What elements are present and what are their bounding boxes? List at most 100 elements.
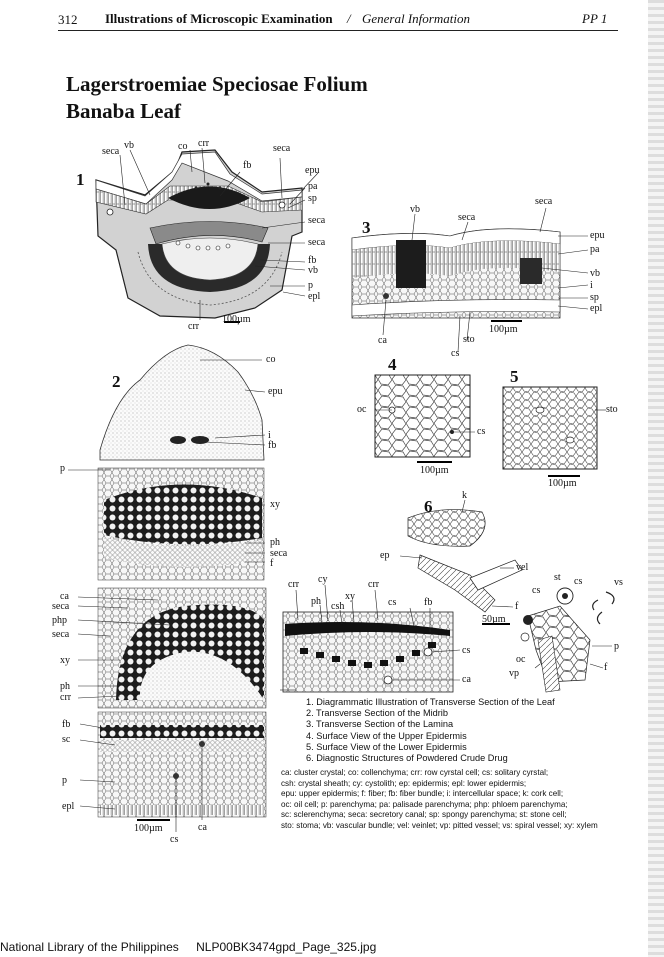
- fig3-label-epu: epu: [590, 230, 605, 241]
- figure-number-4: 4: [388, 355, 397, 374]
- fig4-label-oc: oc: [357, 404, 367, 415]
- figure-5-lower-epidermis: [502, 386, 606, 477]
- inset-label-crr-2: crr: [368, 579, 380, 590]
- fig3-scale-bar: 100µm: [489, 324, 518, 335]
- caption-2: 2. Transverse Section of the Midrib: [306, 708, 448, 719]
- figure-1-diagram: [95, 147, 319, 323]
- header-rule: [58, 30, 618, 31]
- inset-label-ca: ca: [462, 674, 471, 685]
- page-number: 312: [58, 12, 78, 27]
- inset-label-cs: cs: [388, 597, 397, 608]
- fig3-label-ca: ca: [378, 335, 387, 346]
- figure-number-3: 3: [362, 218, 371, 237]
- scanned-page-edge: [648, 0, 664, 957]
- fig6-label-vel: vel: [516, 562, 529, 573]
- fig6-label-p: p: [614, 641, 619, 652]
- book-title: Illustrations of Microscopic Examination: [105, 11, 333, 26]
- figure-captions: 1. Diagrammatic Illustration of Transver…: [306, 697, 555, 764]
- fig2-scale-bar: 100µm: [134, 823, 163, 834]
- abbreviation-line: oc: oil cell; p: parenchyma; pa: palisad…: [281, 799, 568, 809]
- fig2-label-cs: cs: [170, 834, 179, 845]
- caption-4: 4. Surface View of the Upper Epidermis: [306, 730, 467, 741]
- fig2-label-xy: xy: [270, 499, 280, 510]
- fig2-label-p: p: [60, 463, 65, 474]
- fig1-label-seca-4: seca: [308, 237, 326, 248]
- fig2-label-epu: epu: [268, 386, 283, 397]
- fig1-label-pa: pa: [308, 181, 318, 192]
- caption-6: 6. Diagnostic Structures of Powdered Cru…: [306, 753, 508, 764]
- fig3-label-seca-2: seca: [535, 196, 553, 207]
- fig1-label-fb: fb: [243, 160, 252, 171]
- abbreviation-legend: ca: cluster crystal; co: collenchyma; cr…: [281, 768, 598, 831]
- fig6-label-ep: ep: [380, 550, 390, 561]
- fig1-label-vb-2: vb: [308, 265, 318, 276]
- inset-label-ph: ph: [311, 596, 321, 607]
- figure-4-upper-epidermis: [374, 374, 475, 463]
- fig3-label-cs: cs: [451, 348, 460, 359]
- inset-label-xy: xy: [345, 591, 355, 602]
- fig2-label-php: php: [52, 615, 67, 626]
- fig2-label-ph: ph: [60, 681, 70, 692]
- figure-number-2: 2: [112, 372, 121, 391]
- figure-3-lamina-section: [351, 207, 589, 353]
- fig1-label-sp: sp: [308, 193, 317, 204]
- footer-library: National Library of the Philippines: [0, 940, 179, 954]
- fig2-label-co: co: [266, 354, 276, 365]
- caption-1: 1. Diagrammatic Illustration of Transver…: [306, 697, 555, 707]
- fig6-label-k: k: [462, 490, 467, 501]
- fig4-scale-bar: 100µm: [420, 465, 449, 476]
- fig3-label-sp: sp: [590, 292, 599, 303]
- fig6-label-f-2: f: [604, 662, 608, 673]
- common-name: Banaba Leaf: [66, 99, 181, 123]
- fig3-label-pa: pa: [590, 244, 600, 255]
- figure-number-6: 6: [424, 497, 433, 516]
- fig2-label-p-2: p: [62, 775, 67, 786]
- fig3-label-seca: seca: [458, 212, 476, 223]
- footer-filename: NLP00BK3474gpd_Page_325.jpg: [196, 940, 377, 954]
- fig2-label-xy: xy: [60, 655, 70, 666]
- fig3-label-epl: epl: [590, 303, 603, 314]
- fig1-label-p: p: [308, 280, 313, 291]
- inset-label-cs-2: cs: [462, 645, 471, 656]
- fig1-label-fb-2: fb: [308, 255, 317, 266]
- plate-code: PP 1: [582, 11, 608, 26]
- fig2-label-seca-2: seca: [52, 601, 70, 612]
- fig1-label-crr-2: crr: [188, 321, 200, 332]
- caption-5: 5. Surface View of the Lower Epidermis: [306, 741, 467, 752]
- fig2-label-i: i: [268, 430, 271, 441]
- inset-label-fb: fb: [424, 597, 433, 608]
- fig1-label-vb: vb: [124, 140, 134, 151]
- fig2-label-ca-2: ca: [198, 822, 207, 833]
- fig1-label-co: co: [178, 141, 188, 152]
- inset-label-cy: cy: [318, 574, 328, 585]
- caption-3: 3. Transverse Section of the Lamina: [306, 719, 454, 730]
- fig2-label-seca-3: seca: [52, 629, 70, 640]
- fig6-label-vs: vs: [614, 577, 623, 588]
- figure-2-inset: [280, 584, 461, 693]
- inset-label-crr: crr: [288, 579, 300, 590]
- fig5-scale-bar: 100µm: [548, 478, 577, 489]
- figure-2-midrib-section: [68, 344, 267, 832]
- fig1-label-seca: seca: [102, 146, 120, 157]
- figure-6-powdered-drug: [399, 499, 615, 693]
- fig6-label-f: f: [515, 601, 519, 612]
- fig2-label-crr: crr: [60, 692, 72, 703]
- fig6-label-cs-2: cs: [532, 585, 541, 596]
- fig1-scale-bar: 100µm: [222, 314, 251, 325]
- fig2-label-epl: epl: [62, 801, 75, 812]
- fig2-label-sc: sc: [62, 734, 71, 745]
- fig1-label-seca-3: seca: [308, 215, 326, 226]
- fig6-label-cs: cs: [574, 576, 583, 587]
- fig1-label-crr: crr: [198, 138, 210, 149]
- fig2-label-seca: seca: [270, 548, 288, 559]
- fig3-label-i: i: [590, 280, 593, 291]
- fig2-label-f: f: [270, 558, 274, 569]
- fig1-label-seca-2: seca: [273, 143, 291, 154]
- abbreviation-line: epu: upper epidermis; f: fiber; fb: fibe…: [281, 789, 564, 798]
- abbreviation-line: csh: crystal sheath; cy: cystolith; ep: …: [281, 778, 527, 788]
- fig6-scale-bar: 50µm: [482, 614, 506, 625]
- section-title: General Information: [362, 11, 470, 26]
- abbreviation-line: ca: cluster crystal; co: collenchyma; cr…: [281, 768, 549, 777]
- fig5-label-sto: sto: [606, 404, 618, 415]
